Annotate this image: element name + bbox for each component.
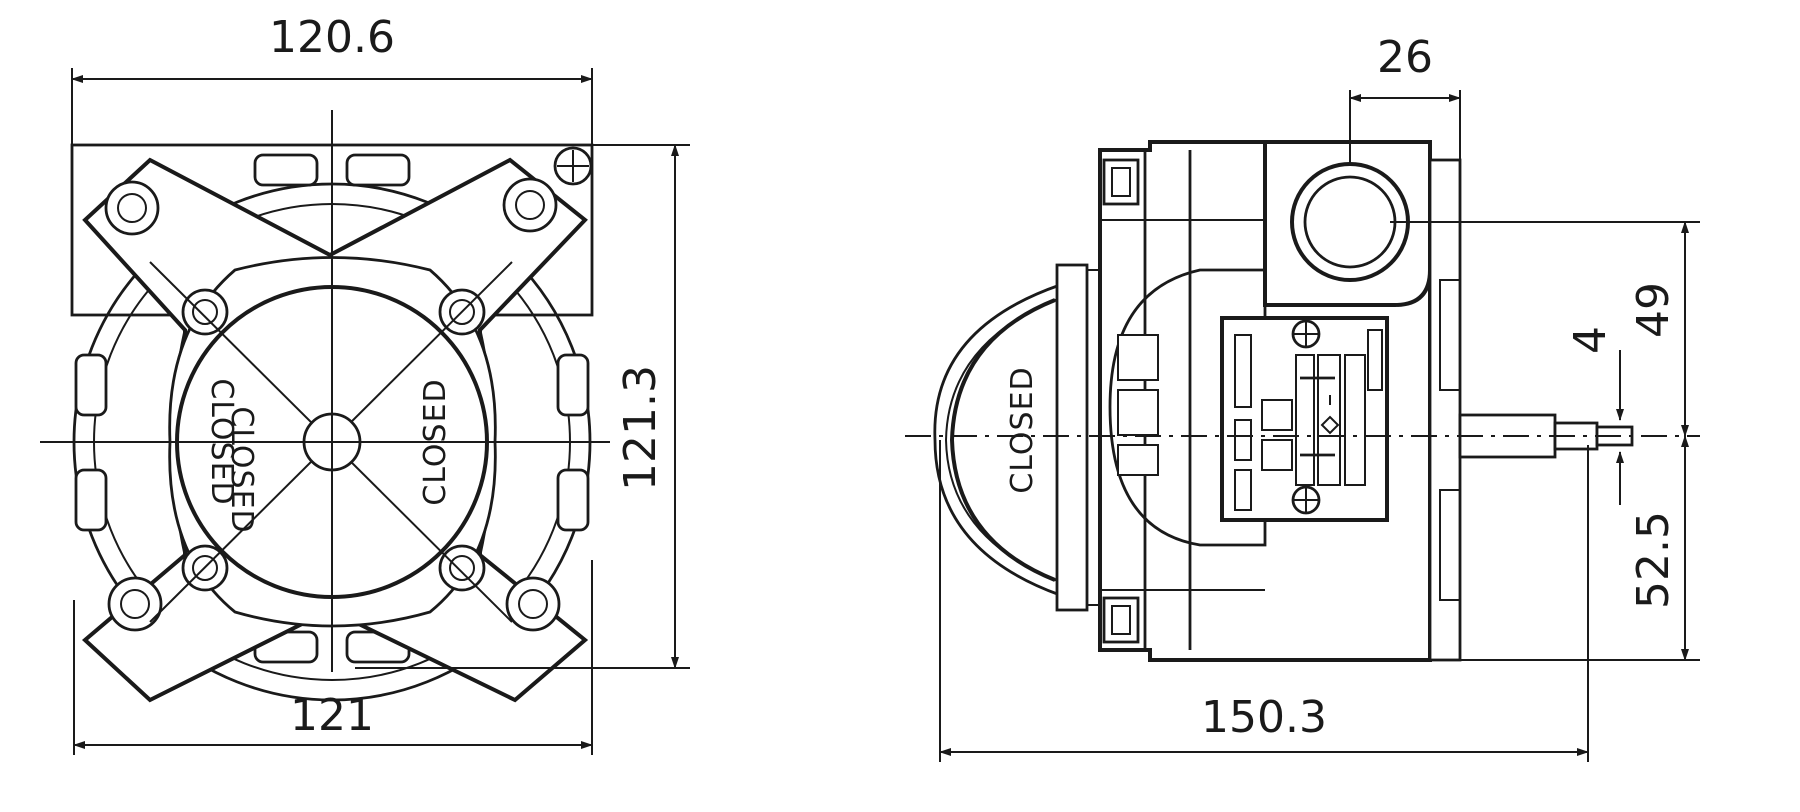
dim-front-bottom-width: 121 <box>73 560 593 755</box>
dim-front-top-width: 120.6 <box>71 12 593 145</box>
side-window-top <box>1102 158 1140 206</box>
dim-front-top-width-text: 120.6 <box>269 12 395 63</box>
front-corner-bolts <box>104 177 561 632</box>
dim-side-overall-length: 150.3 <box>939 440 1589 762</box>
dim-side-port-width: 26 <box>1349 32 1461 265</box>
front-label-left: CLOSED <box>204 378 239 505</box>
front-view: CLOSED CLOSED CLOSED 120.6 121 121.3 <box>40 12 690 755</box>
front-corner-screw <box>553 146 593 186</box>
side-window-top-inner <box>1111 167 1131 197</box>
side-window-bottom-inner <box>1111 605 1131 635</box>
side-right-column-slot-1 <box>1439 279 1461 391</box>
side-label: CLOSED <box>1005 366 1040 493</box>
side-flange-plate <box>1055 263 1089 612</box>
side-window-bottom <box>1102 596 1140 644</box>
side-right-column-slot-2 <box>1439 489 1461 601</box>
dim-side-upper-height-text: 49 <box>1628 282 1679 338</box>
dim-side-port-width-text: 26 <box>1377 32 1433 83</box>
dim-side-overall-length-text: 150.3 <box>1201 692 1327 743</box>
side-inner-pocket <box>1108 268 1267 547</box>
dim-front-height: 121.3 <box>355 144 690 669</box>
dim-side-lower-height: 52.5 <box>1430 435 1700 661</box>
side-right-column <box>1428 158 1462 662</box>
side-terminal-details <box>1234 319 1383 515</box>
side-view: CLOSED <box>905 32 1700 762</box>
side-pocket-blocks <box>1117 334 1159 476</box>
side-dome-inner <box>944 297 1061 583</box>
dim-side-shaft-dia-text: 4 <box>1565 326 1616 354</box>
side-indicator-dome <box>933 283 1062 597</box>
dim-side-shaft-dia: 4 <box>1565 326 1624 505</box>
dim-side-upper-height: 49 <box>1390 221 1700 437</box>
dim-side-lower-height-text: 52.5 <box>1628 511 1679 609</box>
side-flange-rim <box>1086 269 1100 606</box>
dim-front-bottom-width-text: 121 <box>290 690 374 741</box>
front-label-right: CLOSED <box>418 378 453 505</box>
front-label-bottom-left: CLOSED <box>224 406 259 533</box>
dim-front-height-text: 121.3 <box>615 365 666 491</box>
